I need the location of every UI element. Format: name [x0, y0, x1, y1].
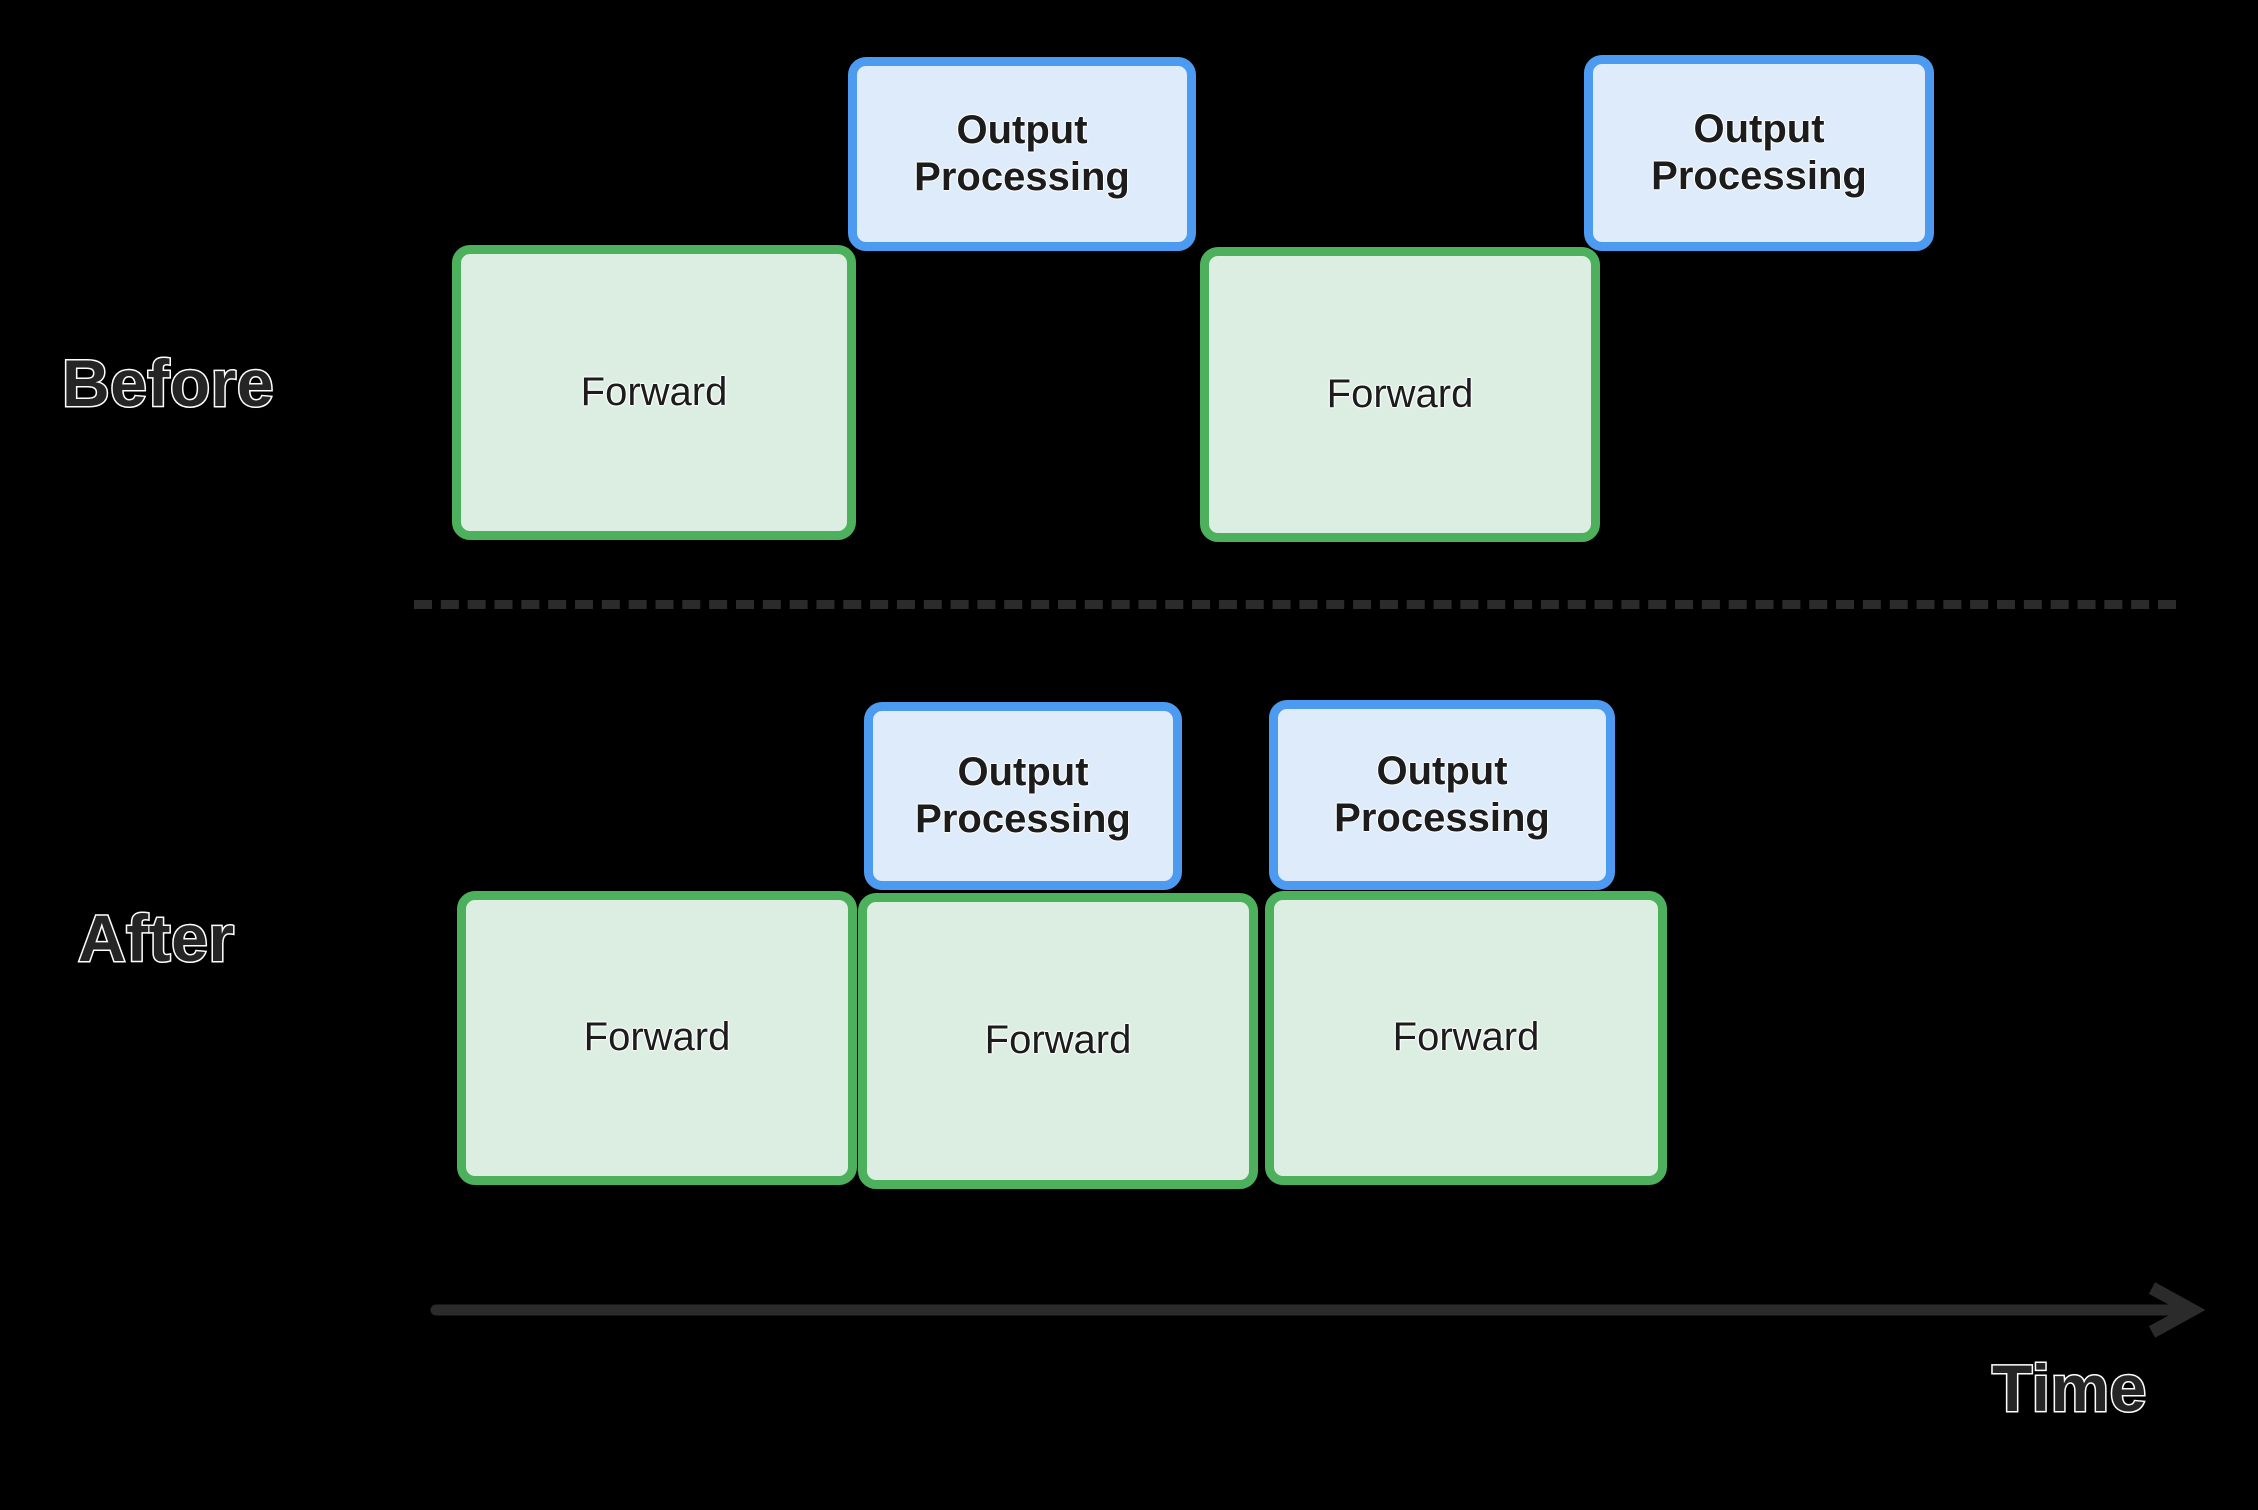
block-label: Forward — [1326, 371, 1474, 416]
block-label-line2: Processing — [1651, 154, 1867, 198]
time-axis-arrow — [430, 1282, 2206, 1338]
row-label-after: After — [77, 900, 236, 977]
after-forward-block-2: Forward — [858, 893, 1258, 1189]
block-label-line2: Processing — [915, 797, 1131, 841]
block-label-line1: Output — [957, 749, 1089, 794]
block-label-line1: Output — [956, 107, 1088, 152]
row-label-before: Before — [60, 345, 275, 422]
before-forward-block-2: Forward — [1200, 247, 1600, 542]
time-axis-label: Time — [1991, 1350, 2148, 1427]
section-divider — [414, 600, 2176, 609]
block-label: Forward — [583, 1015, 731, 1060]
after-forward-block-3: Forward — [1265, 891, 1667, 1185]
block-label: Forward — [1392, 1015, 1540, 1060]
block-label: Forward — [580, 369, 728, 414]
block-label: Forward — [984, 1018, 1132, 1063]
after-forward-block-1: Forward — [457, 891, 857, 1185]
block-label-line2: Processing — [914, 155, 1130, 199]
block-label-line1: Output — [1693, 106, 1825, 151]
before-forward-block-1: Forward — [452, 245, 856, 540]
block-label-line1: Output — [1376, 748, 1508, 793]
block-label-line2: Processing — [1334, 796, 1550, 840]
